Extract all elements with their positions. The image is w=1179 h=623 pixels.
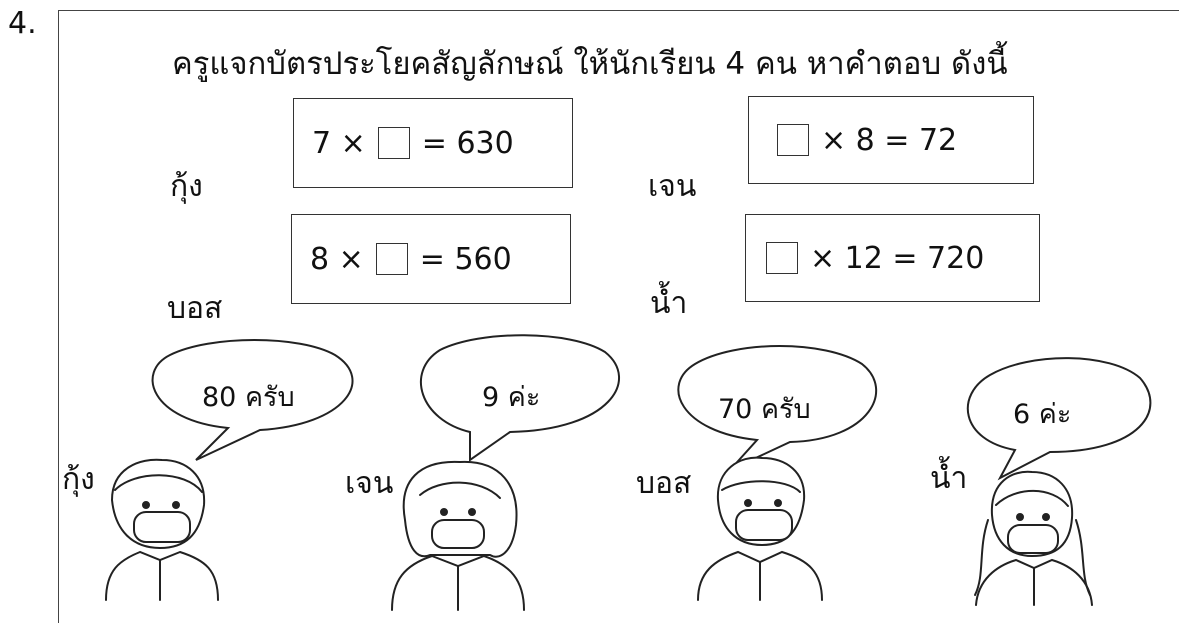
answer-kung: 80 ครับ [202,382,295,413]
problem-title: ครูแจกบัตรประโยคสัญลักษณ์ ให้นักเรียน 4 … [172,46,1008,82]
student-jen-figure [391,460,525,611]
equation-card-nam: × 12 = 720 [745,214,1040,302]
equation-left: 8 × [310,241,364,277]
equation-card-boss: 8 × = 560 [291,214,571,304]
student-kung-figure [105,458,219,601]
card-label-nam: น้ำ [650,286,688,321]
frame-left-border [58,10,59,623]
blank-box-icon [777,124,809,156]
equation-card-jen: × 8 = 72 [748,96,1034,184]
blank-box-icon [766,242,798,274]
equation-right: = 630 [421,125,514,161]
equation-right: × 12 = 720 [810,240,985,276]
answer-nam: 6 ค่ะ [1013,399,1072,430]
speech-bubble-boss [677,345,878,471]
equation-right: × 8 = 72 [821,122,958,158]
question-number: 4. [8,6,37,41]
speech-bubble-nam [966,357,1152,481]
frame-top-border [58,10,1179,11]
card-label-kung: กุ้ง [170,169,203,204]
equation-left: 7 × [312,125,366,161]
card-label-jen: เจน [648,169,697,204]
answer-jen: 9 ค่ะ [482,382,541,413]
blank-box-icon [375,243,408,275]
student-name-kung: กุ้ง [62,462,95,497]
student-name-boss: บอส [636,466,692,501]
student-name-nam: น้ำ [930,461,968,496]
equation-right: = 560 [419,241,512,277]
blank-box-icon [377,127,410,159]
speech-bubble-jen [420,334,621,462]
speech-bubble-kung [151,339,354,461]
student-name-jen: เจน [345,466,394,501]
student-boss-figure [697,456,823,601]
student-nam-figure [974,470,1093,606]
equation-card-kung: 7 × = 630 [293,98,573,188]
card-label-boss: บอส [167,291,223,326]
answer-boss: 70 ครับ [718,394,811,425]
